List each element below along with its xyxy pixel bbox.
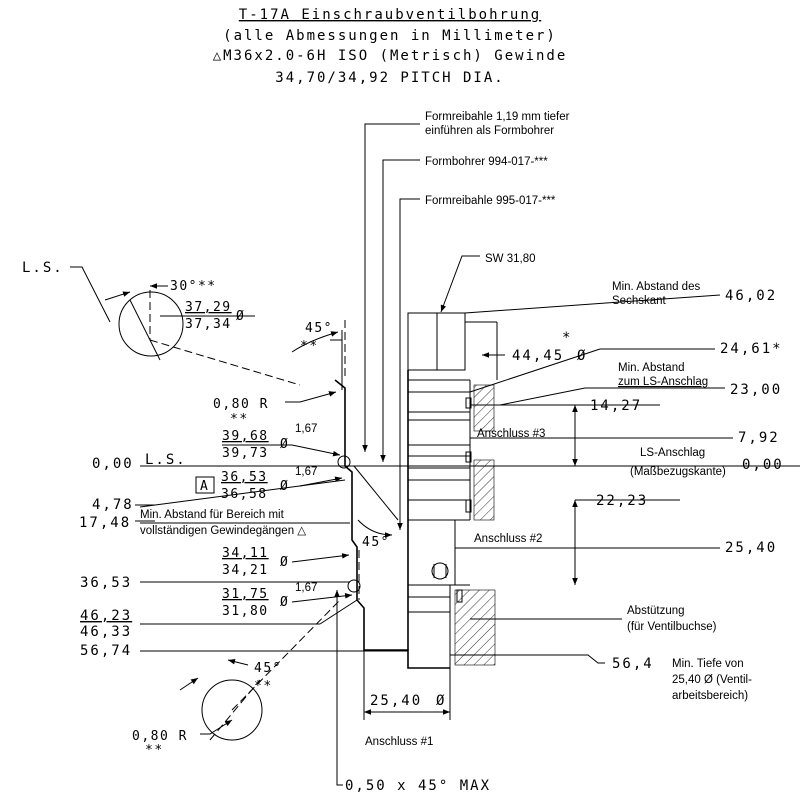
angle-45-mid: 45°	[362, 535, 390, 550]
phi-34: Ø	[280, 555, 289, 570]
angle-45-bot: 45°	[254, 661, 282, 676]
chamfer-note: 0,50 x 45° MAX	[345, 778, 491, 794]
dim-37-34: 37,34	[185, 317, 232, 332]
anschluss-3: Anschluss #3	[477, 428, 545, 440]
dim-25-40-bot: 25,40	[370, 693, 422, 709]
callout-formreibahle-tiefer-2: einführen als Formbohrer	[425, 125, 554, 137]
cavity-geometry	[330, 312, 498, 669]
phi-44: Ø	[577, 348, 587, 364]
dim-36-53: 36,53	[221, 470, 268, 485]
val-46-33: 46,33	[80, 624, 132, 640]
phi-25: Ø	[436, 693, 446, 709]
val-56-4: 56,4	[612, 656, 654, 672]
abstuetzung: Abstützung	[627, 605, 685, 617]
val-7-92: 7,92	[738, 430, 780, 446]
val-46-02: 46,02	[725, 288, 777, 304]
datum-a: A	[200, 479, 209, 494]
callout-sw: SW 31,80	[485, 253, 536, 265]
val-14-27: 14,27	[590, 398, 642, 414]
fuer-ventilbuchse: (für Ventilbuchse)	[627, 621, 717, 633]
tol-167-c: 1,67	[295, 582, 317, 594]
val-25-40: 25,40	[725, 540, 777, 556]
val-56-74: 56,74	[80, 643, 132, 659]
dim-31-75: 31,75	[222, 587, 269, 602]
datum-a-box	[195, 476, 215, 494]
dim-31-80: 31,80	[222, 604, 269, 619]
val-4-78: 4,78	[92, 497, 134, 513]
left-dimensions: L.S. 30°** 37,29 37,34 Ø 45° ** 0,80 R *…	[22, 260, 800, 794]
val-24-61: 24,61*	[720, 341, 783, 357]
val-23-00: 23,00	[730, 382, 782, 398]
tol-167-b: 1,67	[295, 466, 317, 478]
dim-44-45: 44,45	[512, 348, 564, 364]
dim-39-73: 39,73	[222, 446, 269, 461]
val-22-23: 22,23	[596, 493, 648, 509]
zero-ls: 0,00	[92, 456, 134, 472]
vollstaendige-gewinde: vollständigen Gewindegängen △	[140, 525, 307, 537]
val-46-23: 46,23	[80, 608, 132, 624]
min-tiefe-1: Min. Tiefe von	[672, 658, 744, 670]
star-44: *	[562, 330, 572, 346]
ls-label-top: L.S.	[22, 260, 64, 276]
stars-r-top: **	[230, 412, 249, 427]
min-tiefe-2: 25,40 Ø (Ventil-	[672, 674, 752, 686]
stars-45-bot: **	[254, 679, 273, 694]
radius-080-top: 0,80 R	[213, 397, 269, 412]
anschluss-2: Anschluss #2	[474, 533, 542, 545]
tol-167-a: 1,67	[295, 423, 317, 435]
min-tiefe-3: arbeitsbereich)	[672, 690, 748, 702]
anschluss-1: Anschluss #1	[365, 736, 433, 748]
zum-ls-anschlag: zum LS-Anschlag	[618, 376, 708, 388]
thread-spec: △M36x2.0-6H ISO (Metrisch) Gewinde	[213, 48, 568, 64]
dim-37-29: 37,29	[185, 300, 232, 315]
callout-formbohrer: Formbohrer 994-017-***	[425, 156, 548, 168]
dim-39-68: 39,68	[222, 429, 269, 444]
stars-r-bot: **	[145, 743, 164, 758]
drawing-title: T-17A Einschraubventilbohrung	[239, 7, 541, 23]
ls-label-line: L.S.	[145, 452, 187, 468]
radius-080-bot: 0,80 R	[132, 729, 188, 744]
val-36-53: 36,53	[80, 575, 132, 591]
min-abstand-zum: Min. Abstand	[618, 362, 684, 374]
tool-callouts: Formreibahle 1,19 mm tiefer einführen al…	[362, 111, 570, 530]
min-abstand-des: Min. Abstand des	[612, 281, 700, 293]
stars-45-top: **	[300, 339, 319, 354]
dim-36-58: 36,58	[221, 487, 268, 502]
massbezugskante: (Maßbezugskante)	[630, 466, 726, 478]
val-17-48: 17,48	[79, 515, 131, 531]
units-note: (alle Abmessungen in Millimeter)	[223, 28, 557, 44]
dim-34-11: 34,11	[222, 546, 269, 561]
title-block: T-17A Einschraubventilbohrung (alle Abme…	[213, 7, 568, 86]
val-0-00-right: 0,00	[742, 457, 784, 473]
angle-30: 30°**	[170, 279, 217, 294]
right-dimensions: Min. Abstand des Sechskant 46,02 44,45 Ø…	[363, 281, 784, 748]
phi-31: Ø	[280, 595, 289, 610]
angle-45-top: 45°	[305, 321, 333, 336]
min-abstand-bereich: Min. Abstand für Bereich mit	[140, 509, 285, 521]
dim-34-21: 34,21	[222, 563, 269, 578]
phi-36: Ø	[280, 479, 289, 494]
callout-formreibahle-tiefer: Formreibahle 1,19 mm tiefer	[425, 111, 570, 123]
pitch-dia: 34,70/34,92 PITCH DIA.	[275, 70, 504, 86]
callout-formreibahle: Formreibahle 995-017-***	[425, 195, 556, 207]
ls-anschlag: LS-Anschlag	[640, 447, 705, 459]
